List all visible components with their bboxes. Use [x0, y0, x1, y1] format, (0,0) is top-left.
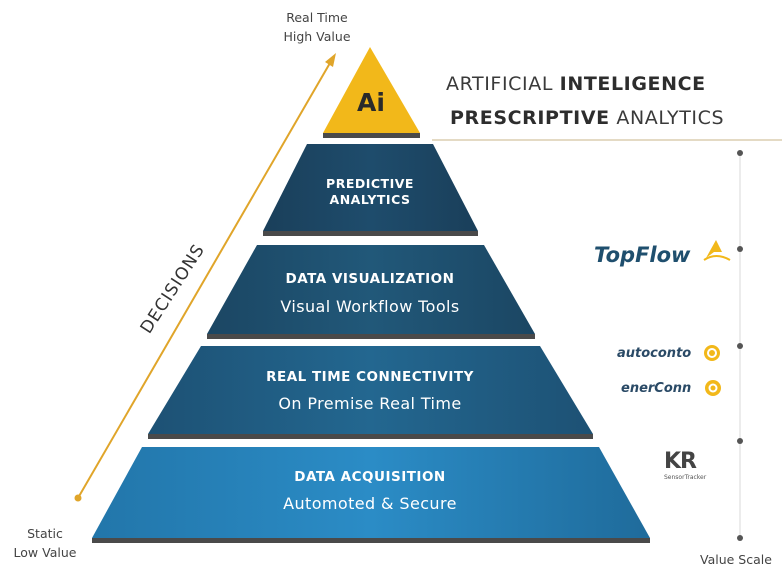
top-label-line2: High Value: [283, 29, 351, 44]
top-label-line1: Real Time: [286, 10, 348, 25]
apex-ai-tier: [323, 47, 420, 133]
tier-shadow-2: [207, 334, 535, 339]
arrow-head-icon: [325, 53, 336, 67]
headline-line1-light: ARTIFICIAL: [446, 73, 560, 95]
scale-dot: [737, 438, 743, 444]
bottom-label-line2: Low Value: [13, 545, 77, 560]
kr-logo-mark: KR: [664, 449, 697, 474]
topflow-logo-icon: [706, 240, 722, 258]
apex-shadow: [323, 133, 420, 138]
kr-logo-caption: SensorTracker: [664, 474, 707, 481]
tier4-subtitle: Automoted & Secure: [283, 494, 457, 513]
apex-ai-label: Ai: [357, 88, 385, 117]
value-scale-label: Value Scale: [700, 552, 772, 567]
headline-line1: ARTIFICIAL INTELIGENCE: [446, 73, 706, 95]
enerconn-logo-core: [710, 385, 716, 391]
kr-sensortracker-logo: KR SensorTracker: [664, 449, 724, 482]
autoconto-logo-core: [709, 350, 715, 356]
headline-line2-light: ANALYTICS: [609, 107, 725, 129]
scale-dot: [737, 246, 743, 252]
scale-dot: [737, 535, 743, 541]
tier-shadow-3: [148, 434, 593, 439]
top-axis-label: Real Time High Value: [262, 8, 372, 46]
tier3-subtitle: On Premise Real Time: [278, 394, 462, 413]
headline-line1-bold: INTELIGENCE: [559, 73, 706, 95]
tier-shadow-1: [263, 231, 478, 236]
enerconn-brand: enerConn: [621, 381, 692, 396]
tier-shadow-4: [92, 538, 650, 543]
tier-data-acquisition: [92, 447, 650, 538]
tier2-subtitle: Visual Workflow Tools: [280, 297, 460, 316]
tier4-title: DATA ACQUISITION: [294, 469, 446, 485]
tier-real-time-connectivity: [148, 346, 593, 434]
tier1-title-line2: ANALYTICS: [329, 192, 411, 207]
headline-line2-bold: PRESCRIPTIVE: [450, 107, 610, 129]
tier3-title: REAL TIME CONNECTIVITY: [266, 369, 474, 385]
tier1-title: PREDICTIVE ANALYTICS: [270, 176, 470, 208]
tier2-title: DATA VISUALIZATION: [285, 271, 455, 287]
topflow-swoosh-icon: [703, 255, 731, 261]
arrow-start-dot: [74, 494, 82, 502]
tier-predictive-analytics: [263, 144, 478, 231]
tier1-title-line1: PREDICTIVE: [326, 176, 414, 191]
tier-data-visualization: [207, 245, 535, 334]
bottom-axis-label: Static Low Value: [2, 524, 88, 562]
autoconto-brand: autoconto: [617, 346, 692, 361]
decisions-arrow-line: [77, 62, 331, 499]
bottom-label-line1: Static: [27, 526, 63, 541]
headline-line2: PRESCRIPTIVE ANALYTICS: [450, 107, 724, 129]
scale-dot: [737, 343, 743, 349]
scale-dot: [737, 150, 743, 156]
topflow-brand: TopFlow: [594, 243, 691, 267]
